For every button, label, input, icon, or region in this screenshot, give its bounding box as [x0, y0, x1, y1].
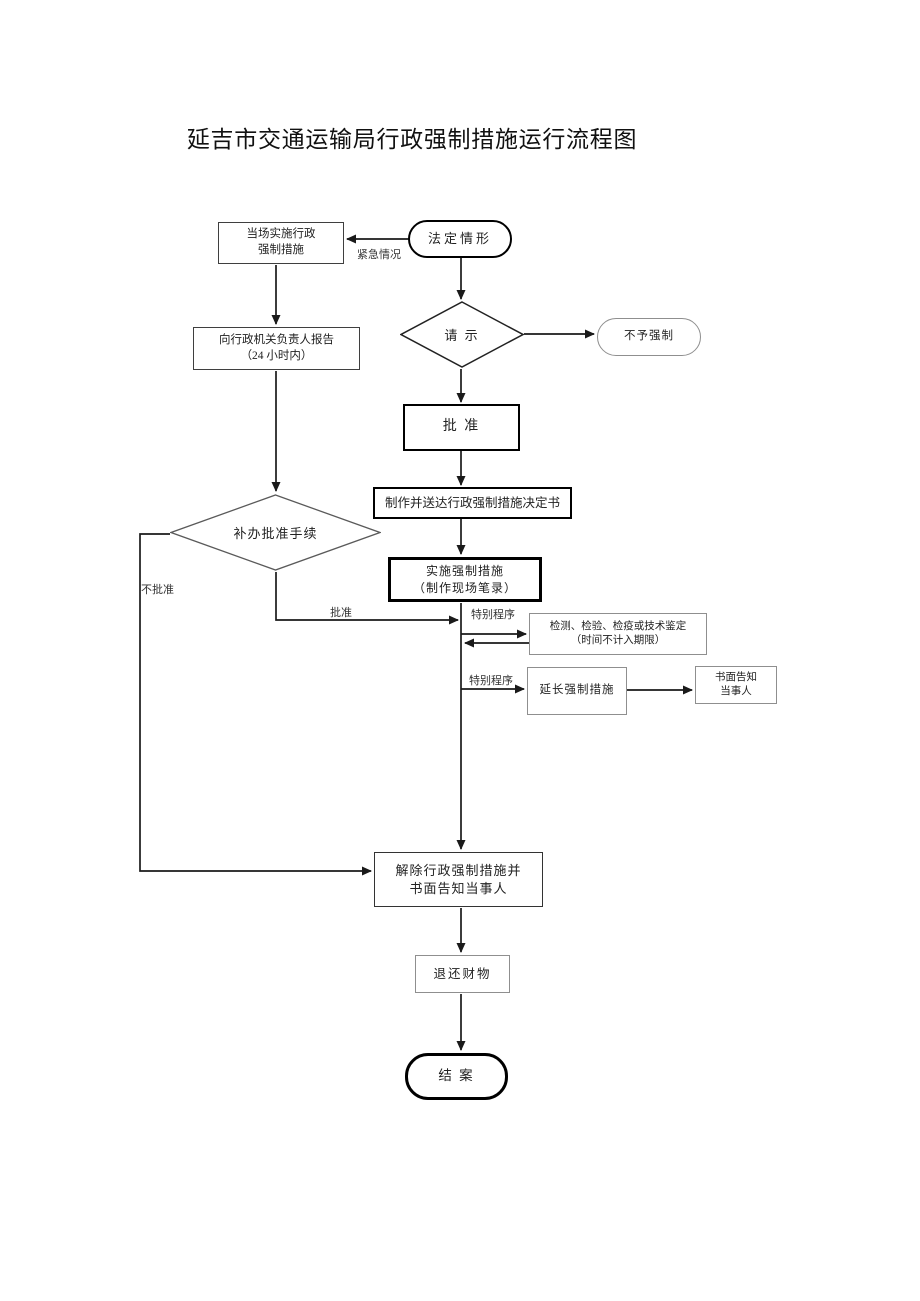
request-label: 请 示 [444, 328, 480, 343]
node-makeup-approval: 补办批准手续 [170, 494, 381, 571]
release-line2: 书面告知当事人 [409, 880, 508, 896]
onsite-line1: 当场实施行政 [246, 228, 316, 241]
edge-makeup-notapproved [139, 533, 372, 876]
report-line2: （24 小时内） [240, 349, 313, 362]
approve-label: 批 准 [442, 419, 481, 435]
node-no-enforcement: 不予强制 [597, 318, 701, 356]
node-written-notice: 书面告知 当事人 [695, 666, 777, 704]
node-request-decision: 请 示 [400, 301, 524, 368]
node-return-property: 退还财物 [415, 955, 510, 993]
page-title: 延吉市交通运输局行政强制措施运行流程图 [186, 127, 638, 152]
release-line1: 解除行政强制措施并 [395, 862, 522, 878]
inspect-line1: 检测、检验、检疫或技术鉴定 [549, 620, 687, 632]
node-extend-measures: 延长强制措施 [527, 667, 627, 715]
notify-line1: 书面告知 [715, 671, 757, 683]
legal-label: 法定情形 [427, 231, 492, 247]
notify-line2: 当事人 [720, 686, 752, 697]
close-label: 结 案 [438, 1068, 475, 1084]
inspect-line2: （时间不计入期限） [570, 635, 666, 646]
deliver-label: 制作并送达行政强制措施决定书 [384, 495, 560, 510]
node-implement-measures: 实施强制措施 （制作现场笔录） [388, 557, 542, 602]
makeup-label: 补办批准手续 [233, 526, 318, 541]
edge-makeup-approved [275, 572, 459, 625]
request-diamond-shape [400, 301, 524, 368]
edge-label-approved: 批准 [330, 607, 352, 619]
implement-line2: （制作现场笔录） [412, 580, 517, 595]
node-make-deliver-decision: 制作并送达行政强制措施决定书 [373, 487, 572, 519]
node-approve: 批 准 [403, 404, 520, 451]
implement-line1: 实施强制措施 [425, 564, 504, 579]
node-release-measures: 解除行政强制措施并 书面告知当事人 [374, 852, 543, 907]
onsite-line2: 强制措施 [258, 244, 304, 256]
edge-label-emergency: 紧急情况 [357, 249, 401, 261]
refund-label: 退还财物 [433, 966, 492, 981]
edge-label-not-approved: 不批准 [141, 584, 174, 596]
no-enforce-label: 不予强制 [624, 330, 674, 343]
node-legal-circumstance: 法定情形 [408, 220, 512, 258]
node-inspection: 检测、检验、检疫或技术鉴定 （时间不计入期限） [529, 613, 707, 655]
node-onsite-enforcement: 当场实施行政 强制措施 [218, 222, 344, 264]
edge-label-special-procedure-2: 特别程序 [469, 675, 513, 687]
edge-label-special-procedure-1: 特别程序 [471, 609, 515, 621]
node-report-to-head: 向行政机关负责人报告 （24 小时内） [193, 327, 360, 370]
makeup-diamond-shape [170, 494, 381, 571]
extend-label: 延长强制措施 [539, 684, 615, 697]
node-case-closed: 结 案 [405, 1053, 508, 1100]
report-line1: 向行政机关负责人报告 [219, 333, 334, 346]
